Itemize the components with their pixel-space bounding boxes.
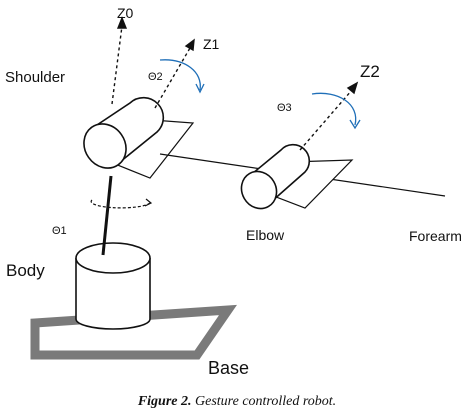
- shoulder-label: Shoulder: [5, 69, 66, 86]
- caption-text: Gesture controlled robot.: [191, 394, 337, 409]
- theta2-rotation-arrow: [159, 59, 205, 94]
- z2-axis: [299, 81, 359, 151]
- theta3-label: Θ3: [277, 102, 292, 114]
- shoulder-cylinder: [83, 96, 165, 169]
- z2-label: Z2: [360, 62, 380, 81]
- upper-link: [101, 175, 113, 256]
- theta1-rotation-arrow: [90, 198, 153, 209]
- theta2-label: Θ2: [148, 71, 163, 83]
- z0-label: Z0: [117, 5, 134, 21]
- z1-axis: [154, 38, 195, 109]
- body-cylinder: [75, 242, 151, 330]
- base-label: Base: [208, 358, 250, 378]
- elbow-cylinder: [240, 143, 311, 210]
- figure-number: Figure 2.: [137, 394, 192, 409]
- base-plate: [30, 304, 237, 360]
- z0-axis: [111, 16, 128, 105]
- body-label: Body: [6, 261, 45, 280]
- theta1-label: Θ1: [52, 225, 67, 237]
- elbow-label: Elbow: [246, 227, 285, 243]
- z1-label: Z1: [203, 36, 220, 52]
- figure-caption: Figure 2. Gesture controlled robot.: [0, 394, 474, 410]
- theta3-rotation-arrow: [311, 92, 361, 130]
- forearm-label: Forearm: [409, 228, 462, 244]
